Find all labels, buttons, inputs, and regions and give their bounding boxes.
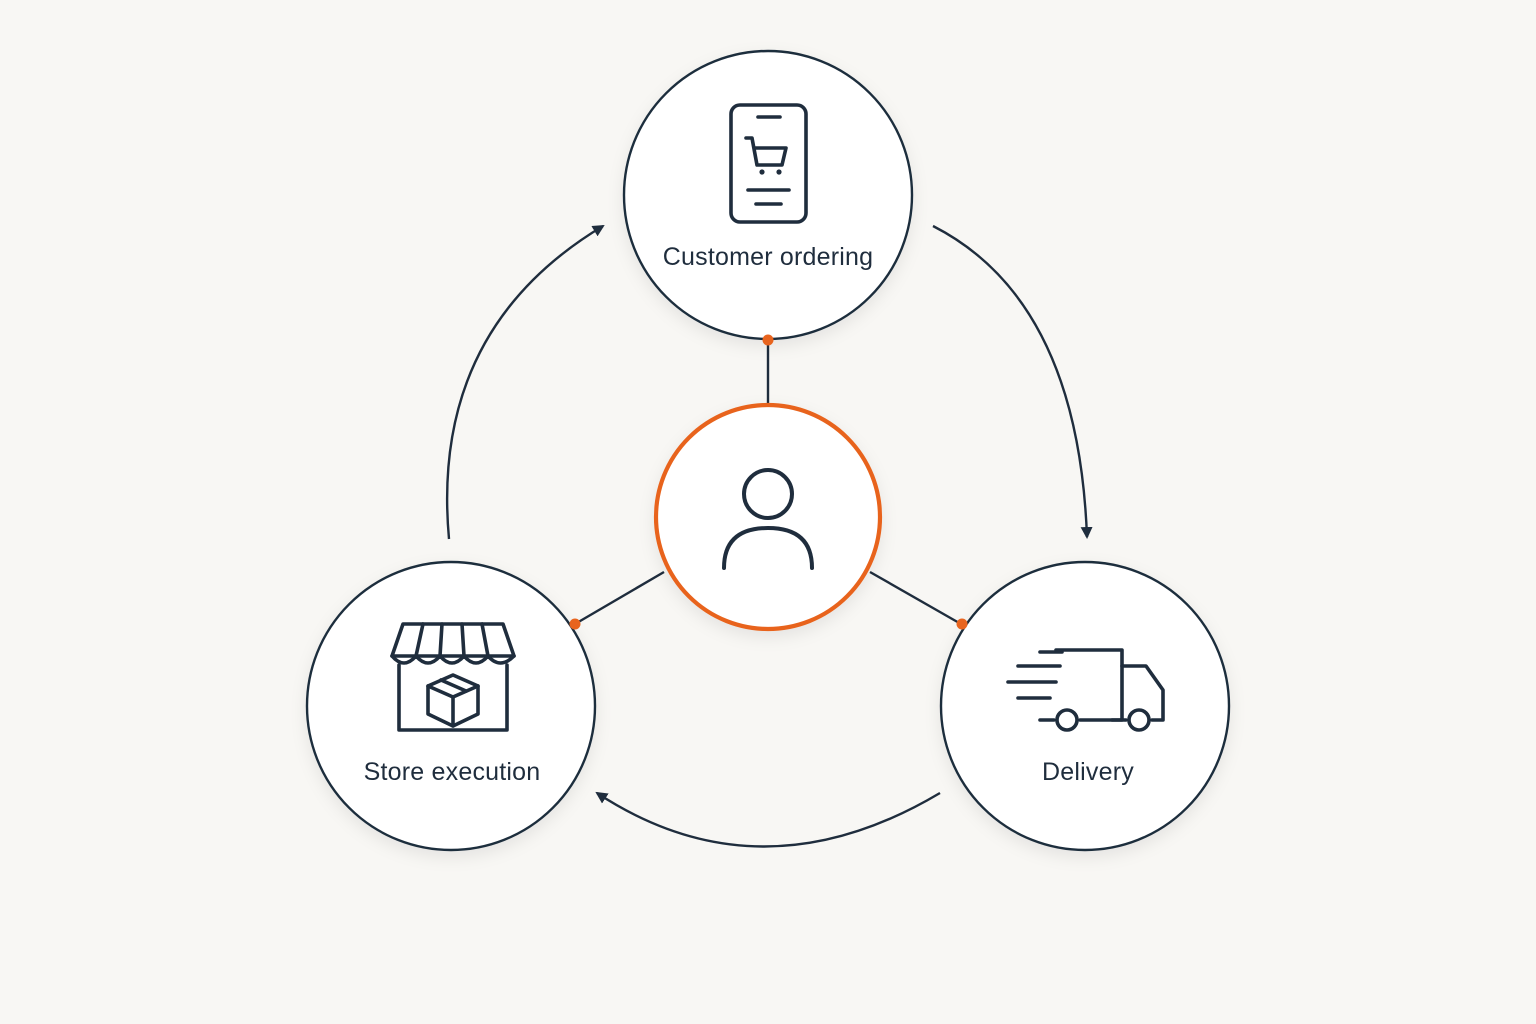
connection-dot-delivery — [956, 618, 968, 630]
arrow-delivery-to-store — [595, 791, 941, 848]
connector-hub-to-store — [574, 570, 665, 626]
node-delivery: Delivery — [939, 560, 1231, 852]
node-customer-ordering: Customer ordering — [622, 49, 914, 341]
node-label-customer-ordering: Customer ordering — [663, 243, 873, 271]
smartphone-cart-icon — [729, 103, 808, 224]
node-center-hub — [653, 402, 883, 632]
delivery-truck-icon — [1006, 648, 1165, 732]
connection-dot-ordering — [762, 334, 774, 346]
storefront-package-icon — [390, 622, 516, 732]
node-label-store-execution: Store execution — [364, 758, 541, 786]
node-label-delivery: Delivery — [1042, 758, 1134, 786]
arrow-ordering-to-delivery — [932, 224, 1093, 539]
user-icon — [722, 468, 814, 570]
connector-hub-to-delivery — [869, 570, 962, 626]
arrow-store-to-ordering — [445, 224, 605, 540]
connection-dot-store — [569, 618, 581, 630]
node-store-execution: Store execution — [305, 560, 597, 852]
